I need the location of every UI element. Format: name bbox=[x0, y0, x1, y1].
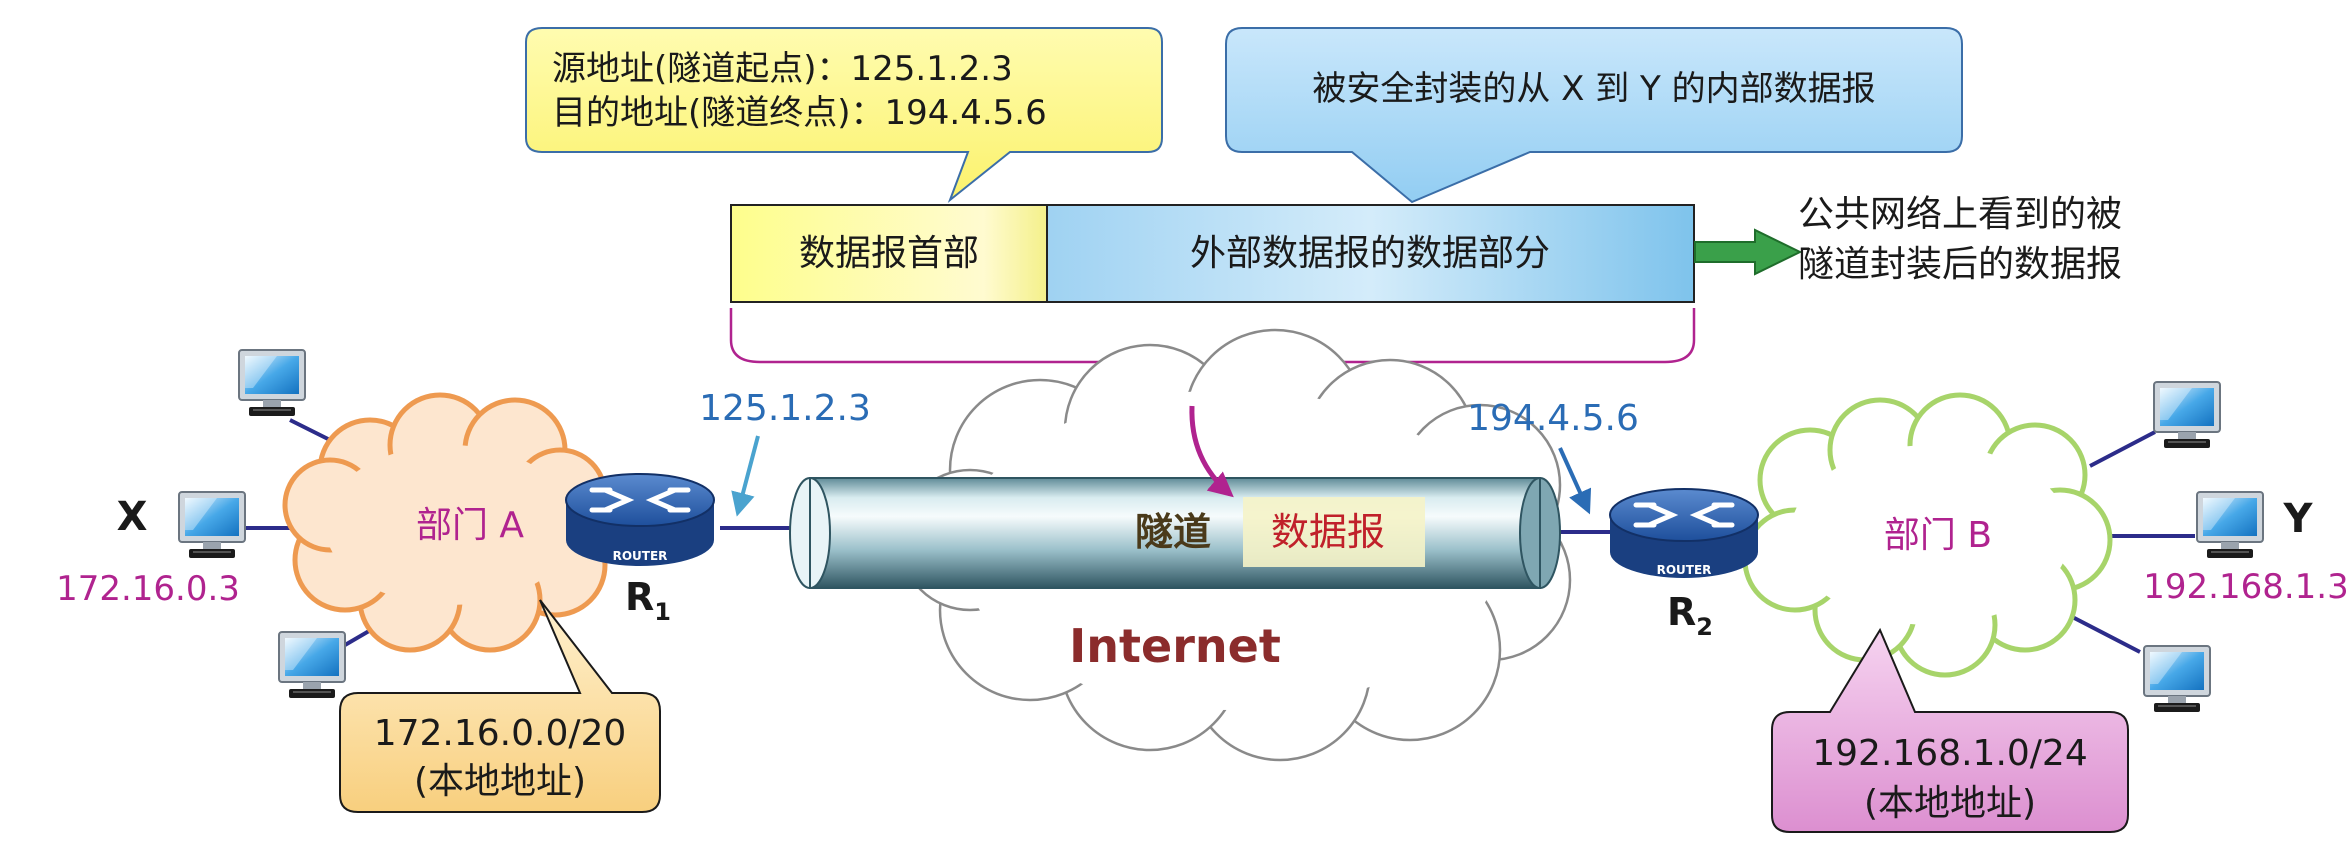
dept-a-name: 部门 A bbox=[416, 505, 524, 546]
tunnel-left-ip: 125.1.2.3 bbox=[699, 388, 871, 429]
dept-b-subnet-note: 192.168.1.0/24 (本地地址) bbox=[1771, 627, 2129, 833]
computer-icon bbox=[238, 349, 306, 417]
encapsulated-datagram: 数据报首部 外部数据报的数据部分 bbox=[730, 204, 1695, 303]
tunnel-destination-address: 目的地址(隧道终点)：194.4.5.6 bbox=[552, 93, 1047, 133]
router-icon bbox=[565, 473, 715, 566]
datagram-data-label: 外部数据报的数据部分 bbox=[1190, 233, 1550, 274]
datagram-data-box bbox=[1046, 204, 1695, 303]
tunnel-datagram-label: 数据报 bbox=[1271, 510, 1385, 554]
public-datagram-label-line2: 隧道封装后的数据报 bbox=[1798, 244, 2122, 285]
dept-a-cloud bbox=[282, 392, 608, 653]
host-y-label: Y bbox=[2283, 496, 2314, 542]
inner-datagram-callout: 被安全封装的从 X 到 Y 的内部数据报 bbox=[1225, 27, 1963, 204]
dept-b-name: 部门 B bbox=[1884, 515, 1992, 556]
dept-a-subnet-note: 172.16.0.0/20 (本地地址) bbox=[339, 599, 661, 813]
computer-icon bbox=[2153, 381, 2221, 449]
tunnel-source-address: 源地址(隧道起点)：125.1.2.3 bbox=[552, 49, 1013, 89]
computer-icon bbox=[2196, 491, 2264, 559]
dept-a-subnet: 172.16.0.0/20 bbox=[374, 713, 627, 754]
router-r1-subscript: 1 bbox=[654, 598, 671, 626]
tunnel-left-ip-arrow bbox=[731, 435, 760, 517]
public-datagram-label-line1: 公共网络上看到的被 bbox=[1798, 194, 2122, 235]
router-r2-subscript: 2 bbox=[1696, 613, 1713, 641]
dept-a-note: (本地地址) bbox=[414, 761, 586, 802]
router-r2-letter: R bbox=[1667, 590, 1696, 634]
dept-b-subnet: 192.168.1.0/24 bbox=[1812, 733, 2088, 774]
host-y-ip: 192.168.1.3 bbox=[2143, 567, 2348, 607]
tunnel-datagram-box bbox=[1243, 497, 1425, 567]
inner-datagram-text: 被安全封装的从 X 到 Y 的内部数据报 bbox=[1312, 69, 1875, 109]
tunnel-entry-arrow bbox=[1189, 405, 1234, 498]
router-icon bbox=[1609, 488, 1759, 578]
host-x-ip: 172.16.0.3 bbox=[56, 569, 240, 609]
dept-b-note: (本地地址) bbox=[1864, 783, 2036, 824]
dept-b-cloud bbox=[1742, 392, 2113, 678]
tunnel-right-ip-arrow bbox=[1558, 447, 1592, 515]
green-arrow bbox=[1694, 228, 1803, 276]
internet-label: Internet bbox=[1069, 619, 1281, 673]
tunnel-label: 隧道 bbox=[1135, 510, 1211, 554]
router-caption: ROUTER bbox=[613, 549, 668, 563]
computer-icon bbox=[178, 491, 246, 559]
header-info-callout: 源地址(隧道起点)：125.1.2.3 目的地址(隧道终点)：194.4.5.6 bbox=[525, 27, 1163, 204]
router-r1-letter: R bbox=[625, 575, 654, 619]
datagram-header-box bbox=[730, 204, 1048, 303]
datagram-header-label: 数据报首部 bbox=[799, 233, 979, 274]
router-caption: ROUTER bbox=[1657, 563, 1712, 577]
tunnel-right-ip: 194.4.5.6 bbox=[1467, 398, 1639, 439]
computer-icon bbox=[2143, 645, 2211, 713]
host-x-label: X bbox=[117, 494, 148, 540]
router-r2-label: R2 bbox=[1667, 590, 1713, 641]
computer-icon bbox=[278, 631, 346, 699]
router-r1-label: R1 bbox=[625, 575, 671, 626]
